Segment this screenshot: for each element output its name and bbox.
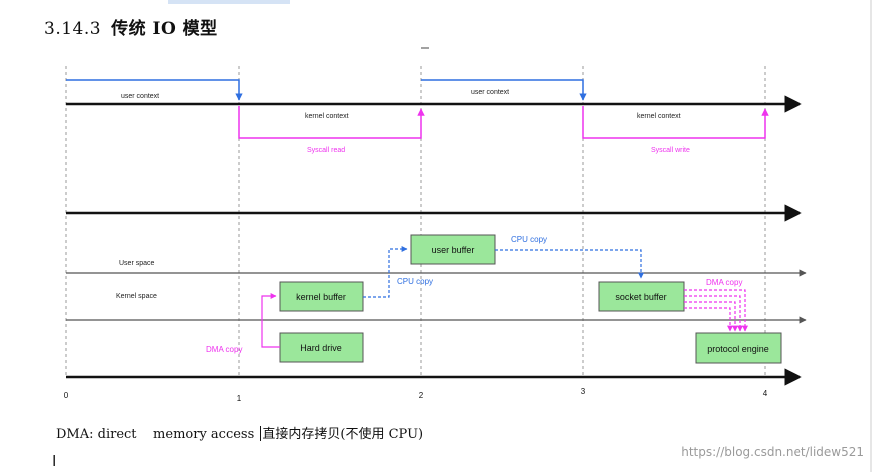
top-bar <box>0 0 872 6</box>
watermark-url: https://blog.csdn.net/lidew521 <box>681 445 864 459</box>
kernel-context-line-2 <box>582 106 769 139</box>
section-number: 3.14.3 <box>44 19 102 39</box>
time-guides <box>65 66 766 378</box>
label-dma-copy-right: DMA copy <box>706 278 742 287</box>
label-dma-copy-left: DMA copy <box>206 345 242 354</box>
dma-caption: DMA: direct memory access 直接内存拷贝(不使用 CPU… <box>56 423 423 442</box>
box-hard-drive: Hard drive <box>279 332 364 363</box>
dma-copy-arrow-left <box>261 293 280 348</box>
box-user-buffer: user buffer <box>410 234 496 265</box>
caret <box>260 426 262 441</box>
caption-text-suffix: 直接内存拷贝(不使用 CPU) <box>262 427 424 442</box>
section-title: 传统 IO 模型 <box>111 19 218 39</box>
user-context-line-1 <box>66 79 243 101</box>
tick-label-0: 0 <box>64 391 69 400</box>
cpu-copy-arrow-1 <box>363 246 408 298</box>
kernel-context-line-1 <box>238 106 425 139</box>
user-context-line-2 <box>421 79 587 101</box>
time-tick-labels: 0 1 2 3 4 <box>64 387 768 403</box>
section-heading: 3.14.3 传统 IO 模型 <box>44 14 218 39</box>
label-user-space: User space <box>119 260 155 267</box>
hard-drive-label: Hard drive <box>300 343 342 353</box>
socket-buffer-label: socket buffer <box>615 292 666 302</box>
label-cpu-copy-1: CPU copy <box>397 277 433 286</box>
user-buffer-label: user buffer <box>432 245 475 255</box>
tick-label-3: 3 <box>581 387 586 396</box>
top-tab-indicator <box>168 0 290 4</box>
box-kernel-buffer: kernel buffer <box>279 281 364 312</box>
box-protocol-engine: protocol engine <box>695 332 782 364</box>
tick-label-2: 2 <box>419 391 424 400</box>
label-syscall-read: Syscall read <box>307 147 345 154</box>
label-user-context-2: user context <box>471 89 509 96</box>
scrollbar-track[interactable] <box>870 0 872 472</box>
tick-label-4: 4 <box>763 389 768 398</box>
protocol-engine-label: protocol engine <box>707 344 769 354</box>
label-kernel-context-1: kernel context <box>305 113 349 120</box>
label-cpu-copy-2: CPU copy <box>511 235 547 244</box>
mouse-text-cursor-icon: I <box>52 452 57 470</box>
label-syscall-write: Syscall write <box>651 147 690 154</box>
label-kernel-context-2: kernel context <box>637 113 681 120</box>
box-socket-buffer: socket buffer <box>598 281 685 312</box>
cpu-copy-arrow-2 <box>495 249 644 279</box>
label-user-context-1: user context <box>121 93 159 100</box>
label-kernel-space: Kernel space <box>116 293 157 300</box>
kernel-buffer-label: kernel buffer <box>296 292 346 302</box>
tick-label-1: 1 <box>237 394 242 403</box>
dma-copy-arrows-right <box>684 289 748 332</box>
caption-text-prefix: DMA: direct memory access <box>56 427 259 442</box>
